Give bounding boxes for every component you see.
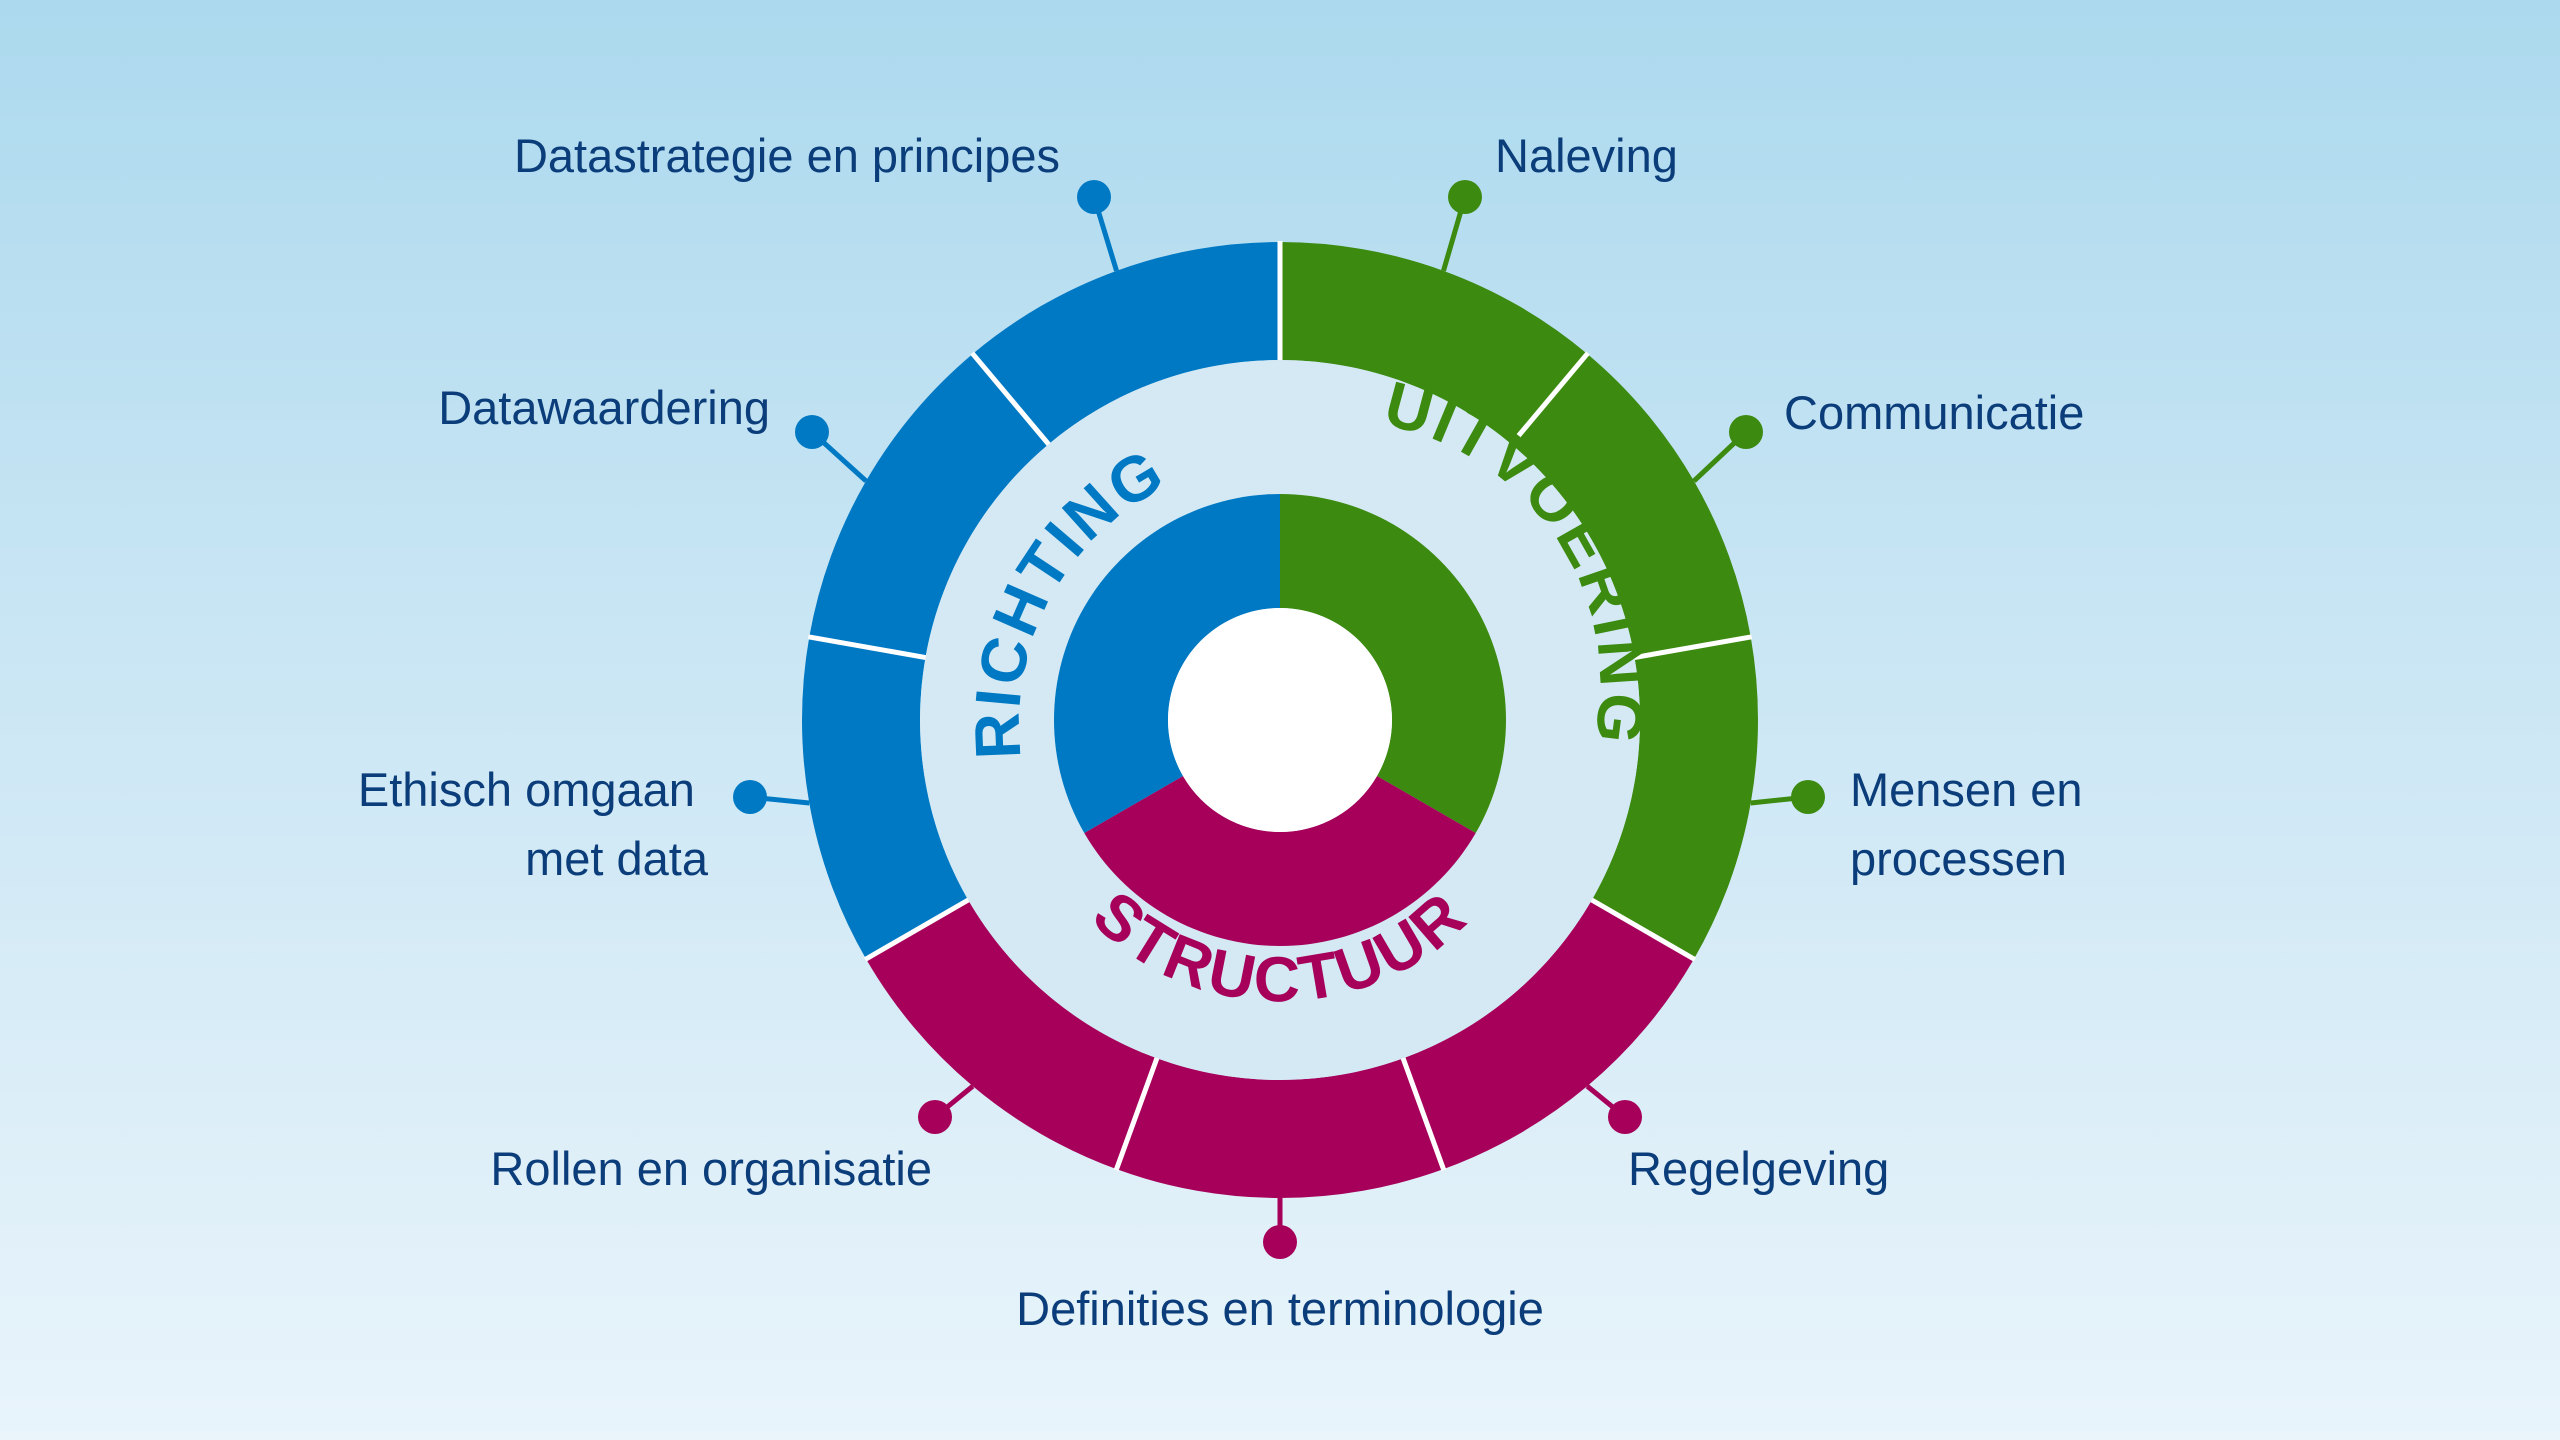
outer-segment-divider xyxy=(1113,1056,1160,1171)
outer-segment-9 xyxy=(972,242,1280,445)
label-ethisch-omgaan-met-data: Ethisch omgaan met data xyxy=(358,763,709,885)
label-definities-en-terminologie: Definities en terminologie xyxy=(1016,1282,1544,1335)
inner-sector-richting xyxy=(1054,493,1280,833)
outer-segment-5 xyxy=(1116,1058,1444,1198)
outer-segment-3 xyxy=(1591,636,1758,959)
outer-segment-divider xyxy=(807,634,927,661)
inner-sector-uitvoering xyxy=(1280,494,1506,833)
label-rollen-en-organisatie: Rollen en organisatie xyxy=(490,1142,932,1195)
outer-segment-divider xyxy=(1589,897,1697,962)
connector-dot xyxy=(1077,180,1111,214)
connectors xyxy=(733,180,1825,1259)
outer-segment-8 xyxy=(809,353,1049,658)
outer-segment-divider xyxy=(1400,1056,1447,1171)
connector-dot xyxy=(733,780,767,814)
label-communicatie: Communicatie xyxy=(1784,386,2084,439)
label-naleving: Naleving xyxy=(1495,129,1678,182)
connector-dot xyxy=(1263,1225,1297,1259)
outer-ring xyxy=(802,241,1758,1198)
outer-segment-divider xyxy=(970,351,1052,447)
label-mensen-en-processen: Mensen en processen xyxy=(1850,763,2096,885)
outer-segment-4 xyxy=(1403,900,1694,1170)
outer-segment-divider xyxy=(1633,634,1753,661)
connector-dot xyxy=(1791,780,1825,814)
outer-segment-1 xyxy=(1280,242,1588,445)
connector-dot xyxy=(1608,1100,1642,1134)
connector-dot xyxy=(1448,180,1482,214)
outer-segment-7 xyxy=(802,636,969,959)
connector-dot xyxy=(795,415,829,449)
outer-segment-divider xyxy=(863,897,971,962)
label-datawaardering: Datawaardering xyxy=(438,381,770,434)
inner-sector-structuur xyxy=(1084,776,1476,946)
inner-ring xyxy=(1054,493,1506,946)
label-datastrategie-en-principes: Datastrategie en principes xyxy=(514,129,1060,182)
center-hole xyxy=(1168,608,1392,832)
outer-segment-6 xyxy=(866,900,1157,1170)
label-regelgeving: Regelgeving xyxy=(1628,1142,1889,1195)
connector-dot xyxy=(1729,415,1763,449)
connector-dot xyxy=(918,1100,952,1134)
outer-segment-divider xyxy=(1508,351,1590,447)
outer-segment-2 xyxy=(1511,353,1751,658)
